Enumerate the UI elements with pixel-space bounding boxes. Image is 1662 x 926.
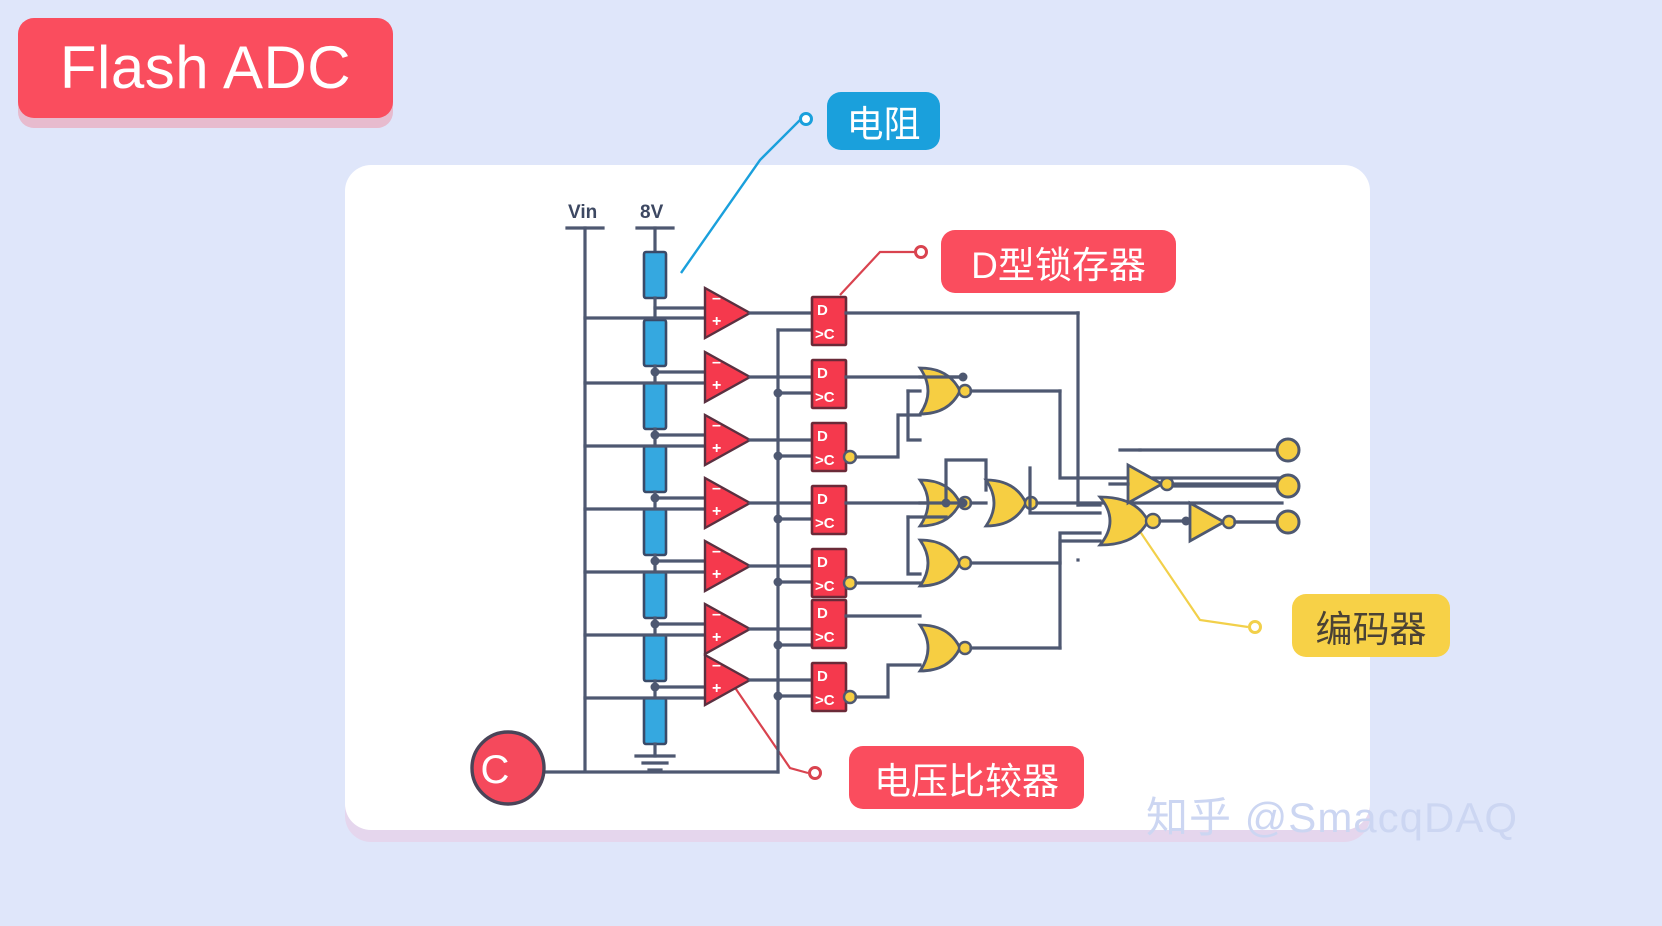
callout-resistor-label: 电阻 (846, 104, 921, 145)
callout-resistor: 电阻 (827, 92, 940, 150)
callout-d-latch-label: D型锁存器 (971, 244, 1146, 286)
watermark: 知乎 @SmacqDAQ (1146, 794, 1519, 841)
callout-encoder: 编码器 (1292, 594, 1450, 657)
callout-encoder-label: 编码器 (1315, 608, 1427, 650)
callout-comparator: 电压比较器 (849, 746, 1084, 809)
title-badge: Flash ADC (18, 18, 393, 118)
callout-d-latch: D型锁存器 (941, 230, 1176, 293)
diagram-card (345, 165, 1370, 830)
page-title: Flash ADC (59, 34, 352, 101)
callout-comparator-label: 电压比较器 (874, 760, 1059, 802)
